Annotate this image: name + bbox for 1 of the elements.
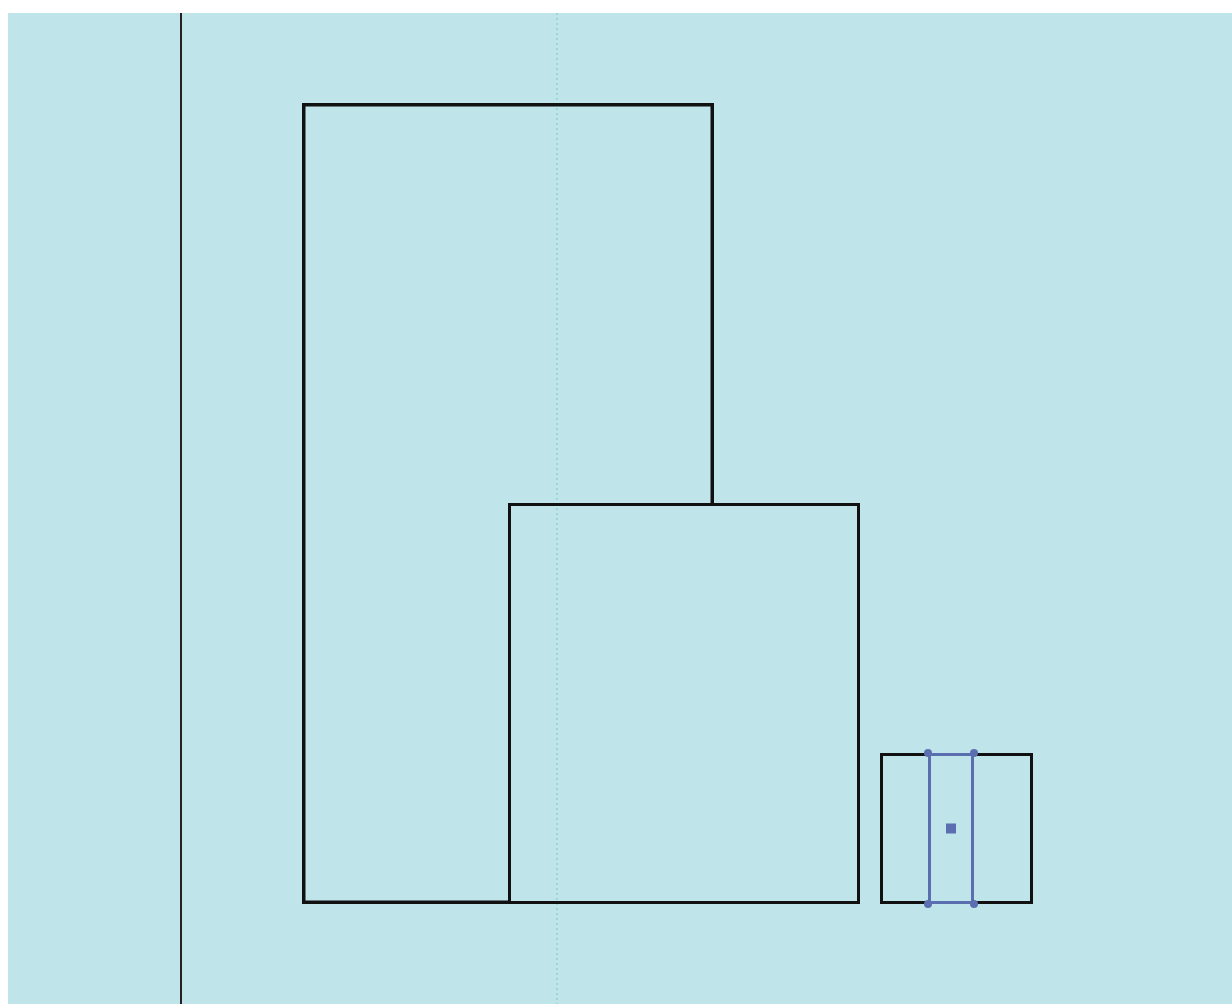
outline-rectangle	[508, 503, 860, 904]
